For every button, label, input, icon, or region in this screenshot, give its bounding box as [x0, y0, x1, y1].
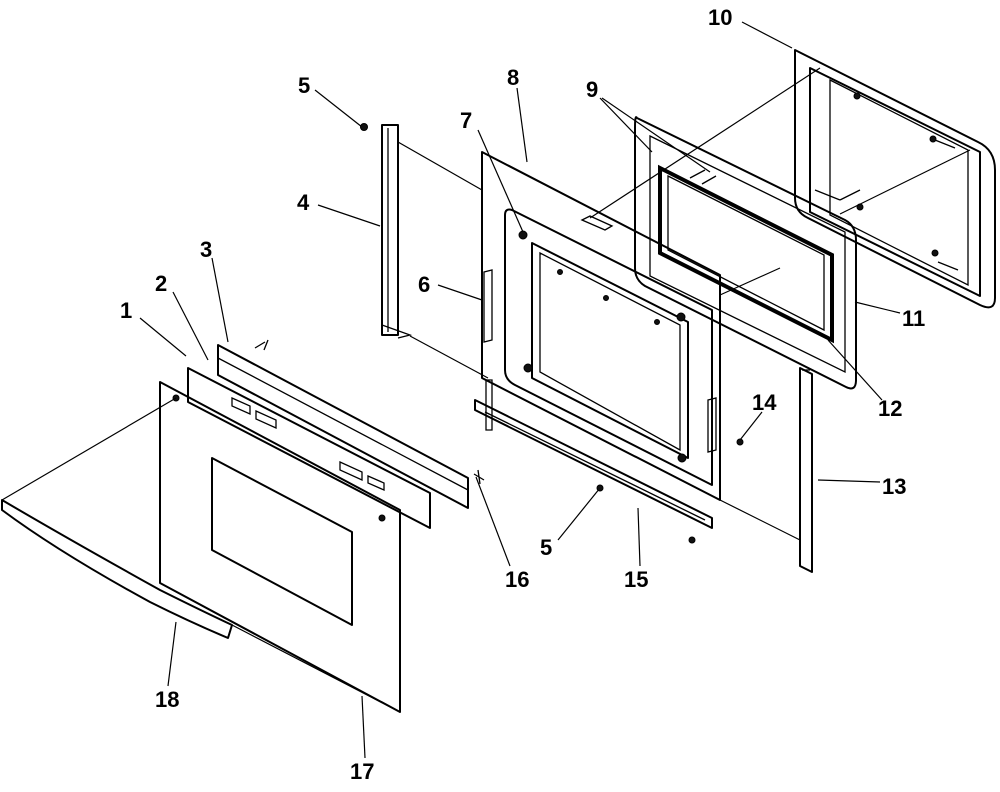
part-8-inner-door-panel [481, 151, 721, 501]
callout-9: 9 [586, 77, 598, 102]
callout-leaders [139, 21, 901, 759]
callout-10: 10 [708, 5, 732, 30]
callout-1: 1 [120, 298, 132, 323]
part-3-top-channel [217, 344, 469, 509]
explosion-lines [1, 67, 971, 713]
callout-8: 8 [507, 65, 519, 90]
part-15-lower-rail [474, 399, 713, 529]
callout-2: 2 [155, 271, 167, 296]
callout-labels: 1 2 3 4 5 5 6 7 8 9 10 11 12 13 14 15 16… [120, 5, 925, 784]
part-12-glass-panel [658, 164, 834, 344]
part-18-door-handle [1, 499, 233, 639]
callout-5-top: 5 [298, 73, 310, 98]
hardware-screws [254, 123, 744, 544]
callout-7: 7 [460, 108, 472, 133]
part-17-outer-door-panel [159, 381, 401, 713]
callout-17: 17 [350, 759, 374, 784]
callout-12: 12 [878, 396, 902, 421]
callout-13: 13 [882, 474, 906, 499]
callout-3: 3 [200, 237, 212, 262]
callout-6: 6 [418, 272, 430, 297]
part-2-vent-channel [187, 367, 431, 529]
part-10-outer-frame [794, 49, 996, 309]
callout-18: 18 [155, 687, 179, 712]
callout-14: 14 [752, 390, 777, 415]
callout-16: 16 [505, 567, 529, 592]
part-13-side-plate [799, 367, 813, 573]
callout-4: 4 [297, 190, 310, 215]
callout-5-bottom: 5 [540, 535, 552, 560]
part-11-inner-frame [634, 116, 857, 390]
callout-15: 15 [624, 567, 648, 592]
part-4-vertical-channel [381, 124, 413, 339]
callout-11: 11 [902, 306, 925, 331]
